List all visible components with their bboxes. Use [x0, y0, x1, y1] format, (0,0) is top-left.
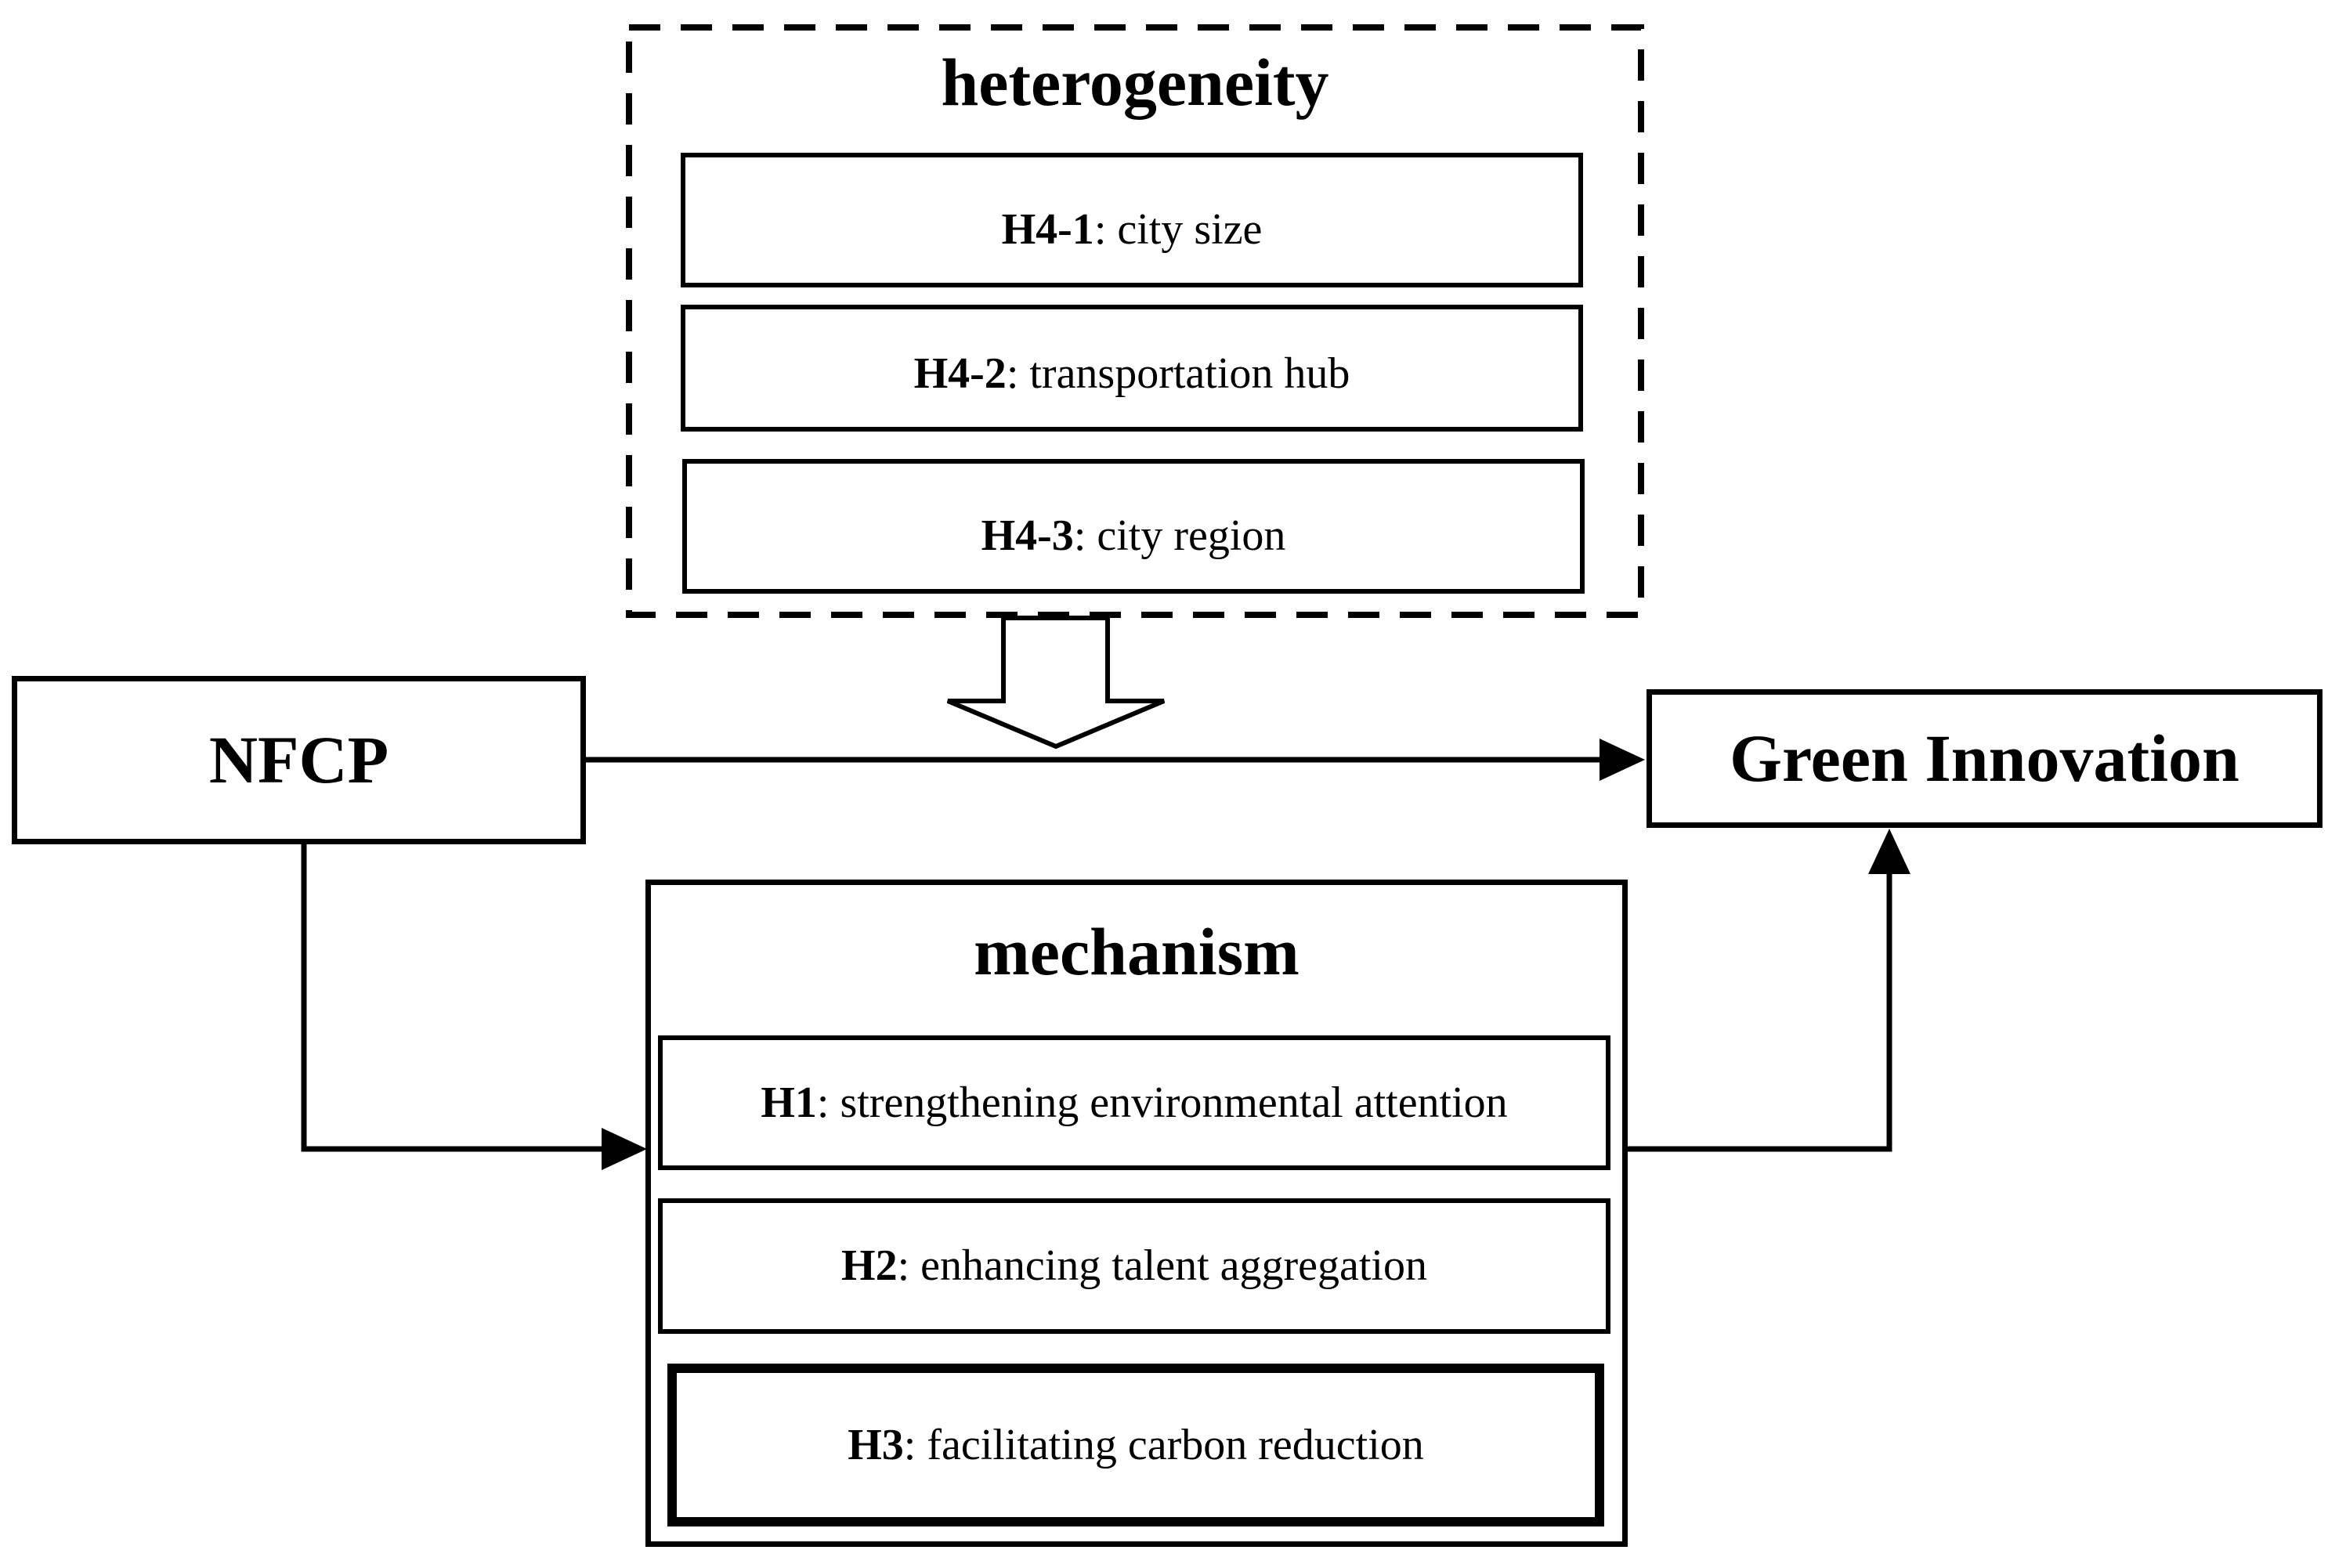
- hypothesis-h3-label: H3: facilitating carbon reduction: [848, 1420, 1424, 1470]
- hypothesis-h1-id: H1: [761, 1078, 817, 1127]
- nfcp-to-green-innovation-arrowhead-icon: [1600, 739, 1645, 781]
- nfcp-label: NFCP: [208, 722, 389, 798]
- hypothesis-h2-label: H2: enhancing talent aggregation: [841, 1241, 1427, 1291]
- mechanism-to-green-innovation-arrowhead-icon: [1868, 829, 1910, 874]
- hypothesis-h3-id: H3: [848, 1420, 904, 1469]
- mechanism-to-green-innovation-line: [1628, 863, 1892, 1152]
- mechanism-group-box: [645, 880, 1628, 1547]
- hypothesis-h4-1-label: H4-1: city size: [1002, 204, 1263, 255]
- hypothesis-box-h4-1: H4-1: city size: [681, 153, 1583, 287]
- hypothesis-h4-1-id: H4-1: [1001, 204, 1094, 254]
- hypothesis-h3-desc: : facilitating carbon reduction: [903, 1420, 1424, 1469]
- nfcp-box: NFCP: [12, 676, 586, 844]
- hypothesis-h4-3-id: H4-3: [981, 511, 1074, 560]
- heterogeneity-moderation-arrow-down-icon: [946, 616, 1166, 750]
- hypothesis-box-h2: H2: enhancing talent aggregation: [658, 1198, 1610, 1334]
- hypothesis-box-h4-3: H4-3: city region: [682, 459, 1585, 594]
- hypothesis-h1-desc: : strengthening environmental attention: [816, 1078, 1508, 1127]
- hypothesis-h1-label: H1: strengthening environmental attentio…: [761, 1078, 1507, 1128]
- hypothesis-box-h4-2: H4-2: transportation hub: [681, 305, 1583, 432]
- heterogeneity-group-title: heterogeneity: [941, 45, 1329, 120]
- hypothesis-h4-2-label: H4-2: transportation hub: [914, 349, 1350, 399]
- hypothesis-h2-desc: : enhancing talent aggregation: [897, 1241, 1427, 1291]
- hypothesis-h4-2-id: H4-2: [913, 349, 1007, 398]
- green-innovation-box: Green Innovation: [1647, 689, 2323, 828]
- hypothesis-h4-1-desc: : city size: [1093, 204, 1263, 254]
- hypothesis-box-h3: H3: facilitating carbon reduction: [667, 1364, 1604, 1526]
- hypothesis-h4-3-desc: : city region: [1073, 511, 1286, 560]
- mechanism-group-title: mechanism: [974, 914, 1300, 989]
- hypothesis-h4-2-desc: : transportation hub: [1006, 349, 1350, 398]
- hypothesis-h2-id: H2: [841, 1241, 898, 1291]
- nfcp-to-mechanism-arrowhead-icon: [602, 1128, 647, 1170]
- green-innovation-label: Green Innovation: [1730, 721, 2239, 797]
- hypothesis-h4-3-label: H4-3: city region: [981, 511, 1286, 561]
- hypothesis-box-h1: H1: strengthening environmental attentio…: [658, 1035, 1610, 1170]
- nfcp-to-mechanism-line: [301, 844, 605, 1152]
- heterogeneity-dashed-border: [626, 24, 1644, 618]
